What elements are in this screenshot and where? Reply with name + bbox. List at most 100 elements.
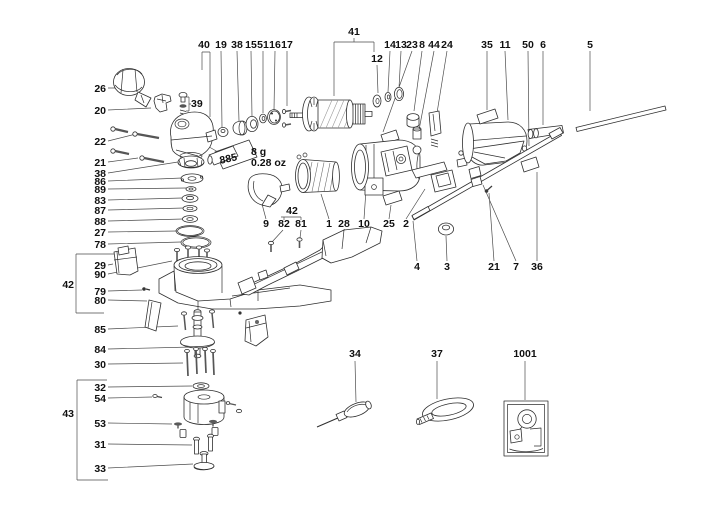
callout-2: 2	[403, 218, 409, 230]
commutator-bearing-parts-drawing	[372, 87, 404, 108]
callout-11: 11	[499, 39, 510, 51]
callout-85: 85	[94, 324, 106, 336]
screw-pair-22-drawing	[110, 126, 160, 140]
callout-1001: 1001	[513, 348, 537, 360]
callout-24: 24	[441, 39, 453, 51]
washer-stack-drawing	[175, 173, 212, 249]
handle-cover-drawing	[321, 226, 383, 264]
callout-25: 25	[383, 218, 395, 230]
long-rod-drawing	[575, 105, 667, 132]
fan-baffle-drawing	[247, 173, 291, 208]
screw-pair-21-drawing	[110, 148, 165, 164]
callout-17: 17	[281, 39, 293, 51]
callout-8: 8	[419, 39, 425, 51]
callout-89: 89	[94, 184, 106, 196]
switch-parts-drawing	[406, 110, 442, 148]
callout-40: 40	[198, 39, 210, 51]
callout-5: 5	[587, 39, 593, 51]
stud-set-31-drawing	[193, 433, 214, 455]
callout-86: 86	[94, 176, 106, 188]
callout-87: 87	[94, 205, 106, 217]
callout-38-top: 38	[231, 39, 243, 51]
callout-88: 88	[94, 216, 106, 228]
group-brackets	[75, 38, 375, 481]
callout-21-left: 21	[94, 157, 106, 169]
washer-32-drawing	[192, 382, 210, 390]
awl-tool-drawing	[316, 400, 372, 428]
callout-81: 81	[295, 218, 307, 230]
ball-knob-drawing	[113, 68, 152, 108]
guide-tube-drawing	[527, 125, 564, 139]
bevel-gear-drawing	[177, 155, 205, 169]
callout-13: 13	[395, 39, 407, 51]
motor-can-drawing	[152, 389, 242, 425]
screw-set-30-drawing	[184, 346, 216, 377]
clamp-7-drawing	[468, 166, 483, 187]
switch-mechanism-drawing	[380, 145, 468, 193]
grease-weight-grams: 8 g	[251, 146, 266, 158]
callout-43: 43	[62, 408, 74, 420]
callout-16: 16	[269, 39, 281, 51]
screw-21-right-drawing	[484, 185, 493, 193]
round-nut-drawing	[437, 222, 454, 236]
callout-32: 32	[94, 382, 106, 394]
callout-39: 39	[191, 98, 203, 110]
callout-14: 14	[384, 39, 396, 51]
screw-set-53-drawing	[174, 419, 219, 438]
grease-tube-label: 885	[219, 151, 239, 166]
callout-labels: 40 19 38 15 51 16 17 41 12 14 13 23 8 44…	[62, 26, 593, 475]
callout-82: 82	[278, 218, 290, 230]
callout-1: 1	[326, 218, 332, 230]
gear-head-casting-drawing	[170, 111, 218, 160]
callout-28: 28	[338, 218, 350, 230]
callout-54: 54	[94, 393, 106, 405]
clamp-drawing	[153, 93, 172, 113]
callout-50: 50	[522, 39, 534, 51]
screw-79-drawing	[142, 287, 151, 291]
sticker-25-drawing	[382, 190, 403, 206]
callout-27: 27	[94, 227, 106, 239]
armature-drawing	[289, 96, 373, 132]
callout-7: 7	[513, 261, 519, 273]
grease-tube-drawing	[207, 139, 258, 170]
callout-26: 26	[94, 83, 106, 95]
callout-44: 44	[428, 39, 440, 51]
callout-80: 80	[94, 295, 106, 307]
callout-9: 9	[263, 218, 269, 230]
callout-20: 20	[94, 105, 106, 117]
foot-33-drawing	[193, 451, 215, 471]
callout-51: 51	[257, 39, 269, 51]
callout-42-left: 42	[62, 279, 74, 291]
callout-19: 19	[215, 39, 227, 51]
callout-33: 33	[94, 463, 106, 475]
t-wrench-drawing	[415, 397, 474, 425]
callout-79: 79	[94, 286, 106, 298]
callout-38-left: 38	[94, 168, 106, 180]
field-coil-drawing	[295, 152, 340, 193]
sticker-36-drawing	[520, 156, 540, 173]
base-housing-drawing	[158, 256, 332, 310]
callout-10: 10	[358, 218, 370, 230]
sticker-35-drawing	[476, 108, 499, 125]
clamp-shoe-drawing	[237, 237, 332, 296]
callout-30: 30	[94, 359, 106, 371]
callout-90: 90	[94, 269, 106, 281]
rear-housing-drawing	[462, 121, 528, 166]
callout-34: 34	[349, 348, 361, 360]
brush-holder-drawing	[113, 245, 139, 276]
callout-37: 37	[431, 348, 443, 360]
strip-80-drawing	[144, 299, 162, 332]
callout-84: 84	[94, 344, 106, 356]
handle-rod-drawing	[411, 127, 564, 221]
callout-35: 35	[481, 39, 493, 51]
callout-23: 23	[406, 39, 418, 51]
accessory-box-drawing	[503, 400, 549, 457]
grease-weight-ounces: 0.28 oz	[251, 157, 286, 169]
callout-3: 3	[444, 261, 450, 273]
side-block-drawing	[238, 311, 269, 347]
callout-53: 53	[94, 418, 106, 430]
callout-21-right: 21	[488, 261, 500, 273]
callout-83: 83	[94, 195, 106, 207]
